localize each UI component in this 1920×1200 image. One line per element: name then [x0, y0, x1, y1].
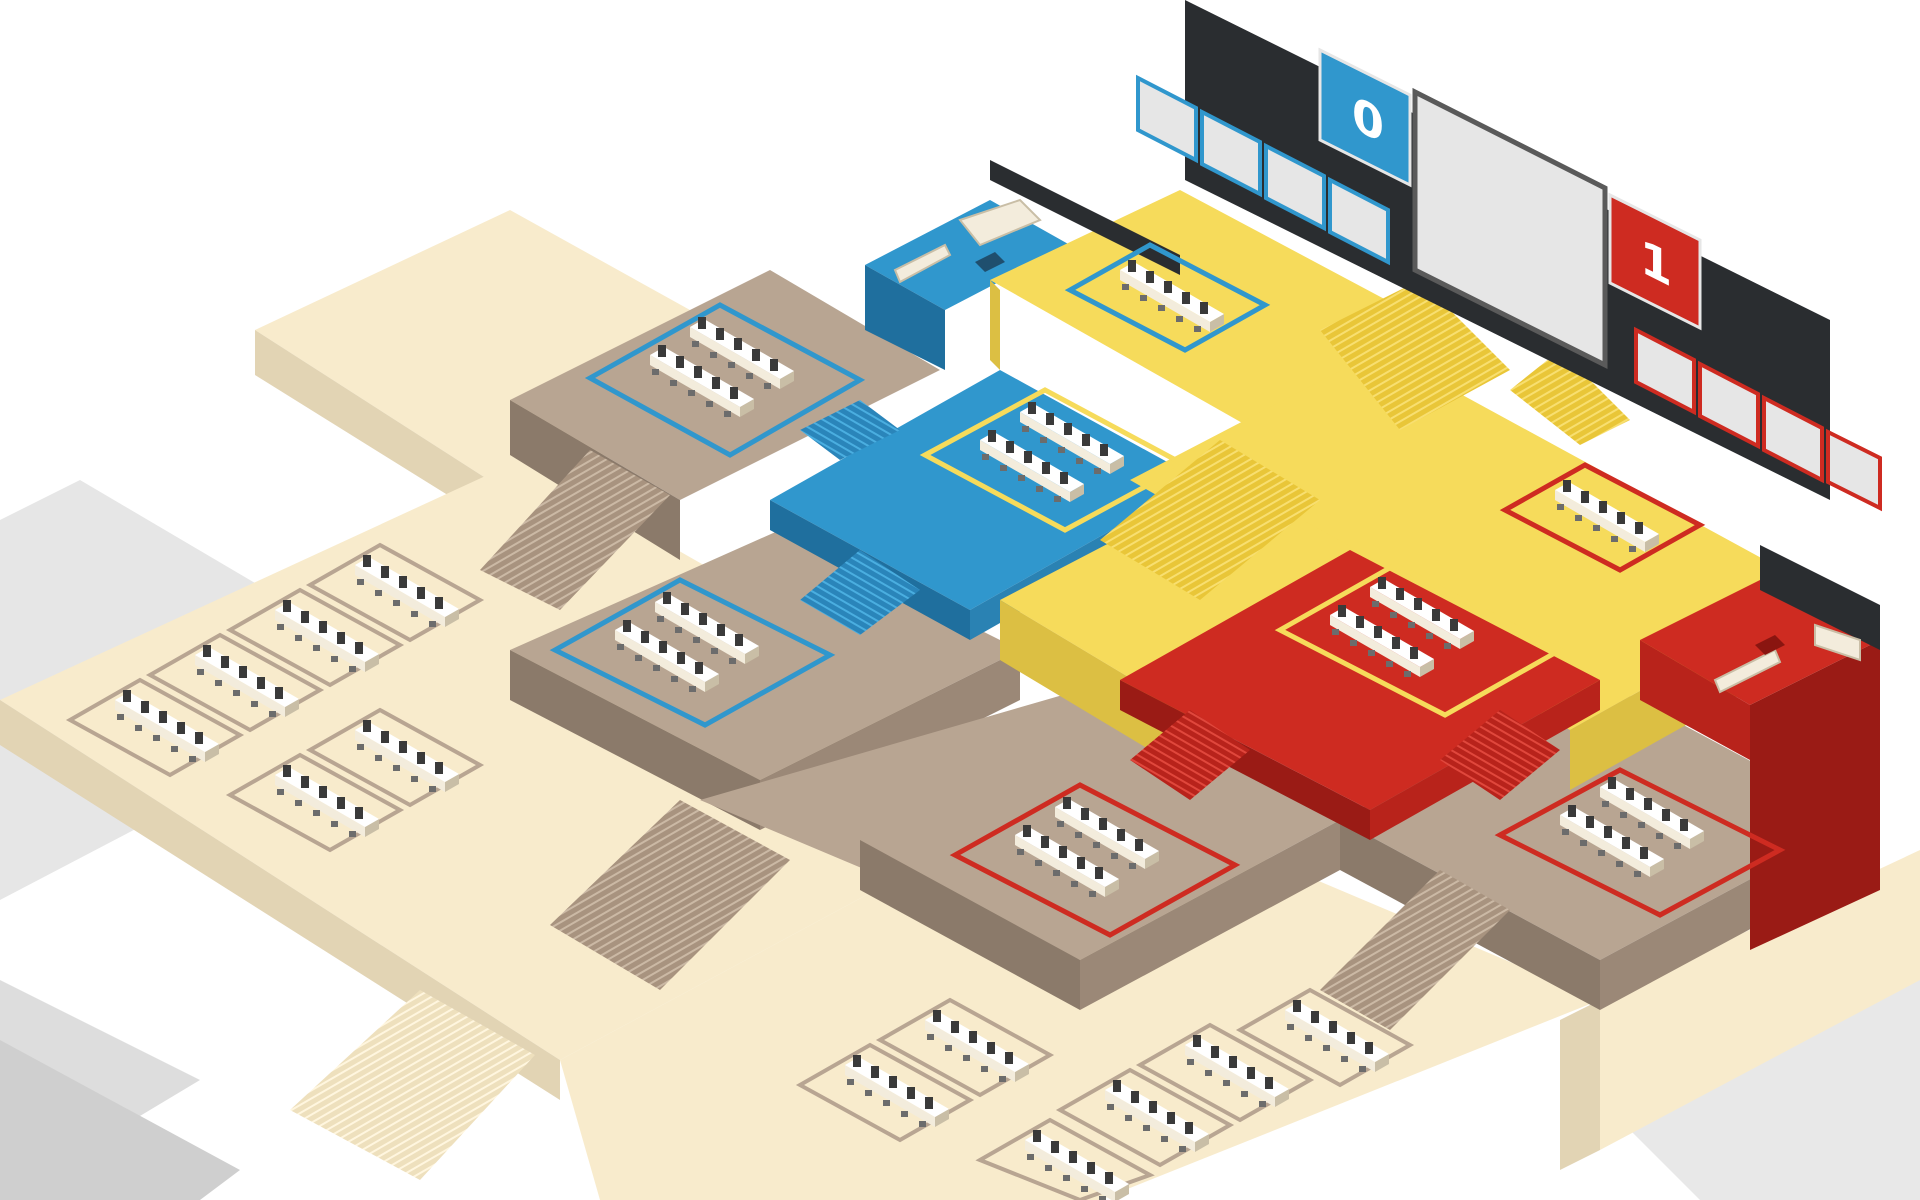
- audience-seating-left: [65, 542, 485, 853]
- stairs-icon: [800, 550, 920, 635]
- stairs-icon: [1320, 870, 1510, 1030]
- main-screen: [1412, 87, 1608, 370]
- blue-score-panel: [1318, 47, 1412, 188]
- seating-area-bottom-right: [1494, 767, 1786, 918]
- seating-area-red-team-stage: [1499, 462, 1706, 573]
- stairs-icon: [800, 400, 900, 460]
- lounge-sofa-icon: [1713, 623, 1861, 694]
- stairs-icon: [480, 450, 670, 610]
- stairs-icon: [1320, 280, 1510, 430]
- seating-area-yellow-stage: [1064, 242, 1271, 353]
- seating-area-mid-left: [549, 577, 836, 728]
- stairs-icon: [1510, 350, 1630, 445]
- seating-area-red-platform: [1274, 562, 1566, 718]
- scoreboard-wall: 0 1: [990, 0, 1882, 650]
- stairs-icon: [550, 800, 790, 990]
- red-score-panel: [1608, 192, 1702, 331]
- lounge-sofa-icon: [893, 198, 1042, 284]
- stairs-icon: [1100, 440, 1320, 600]
- seating-area-bottom-middle: [949, 782, 1241, 938]
- seating-area-upper-left: [584, 302, 866, 458]
- audience-seating-bottom: [795, 987, 1415, 1200]
- stairs-icon: [1440, 710, 1560, 800]
- stairs-icon: [290, 990, 535, 1180]
- stairs-icon: [1130, 710, 1250, 800]
- seating-area-blue-platform: [919, 387, 1191, 533]
